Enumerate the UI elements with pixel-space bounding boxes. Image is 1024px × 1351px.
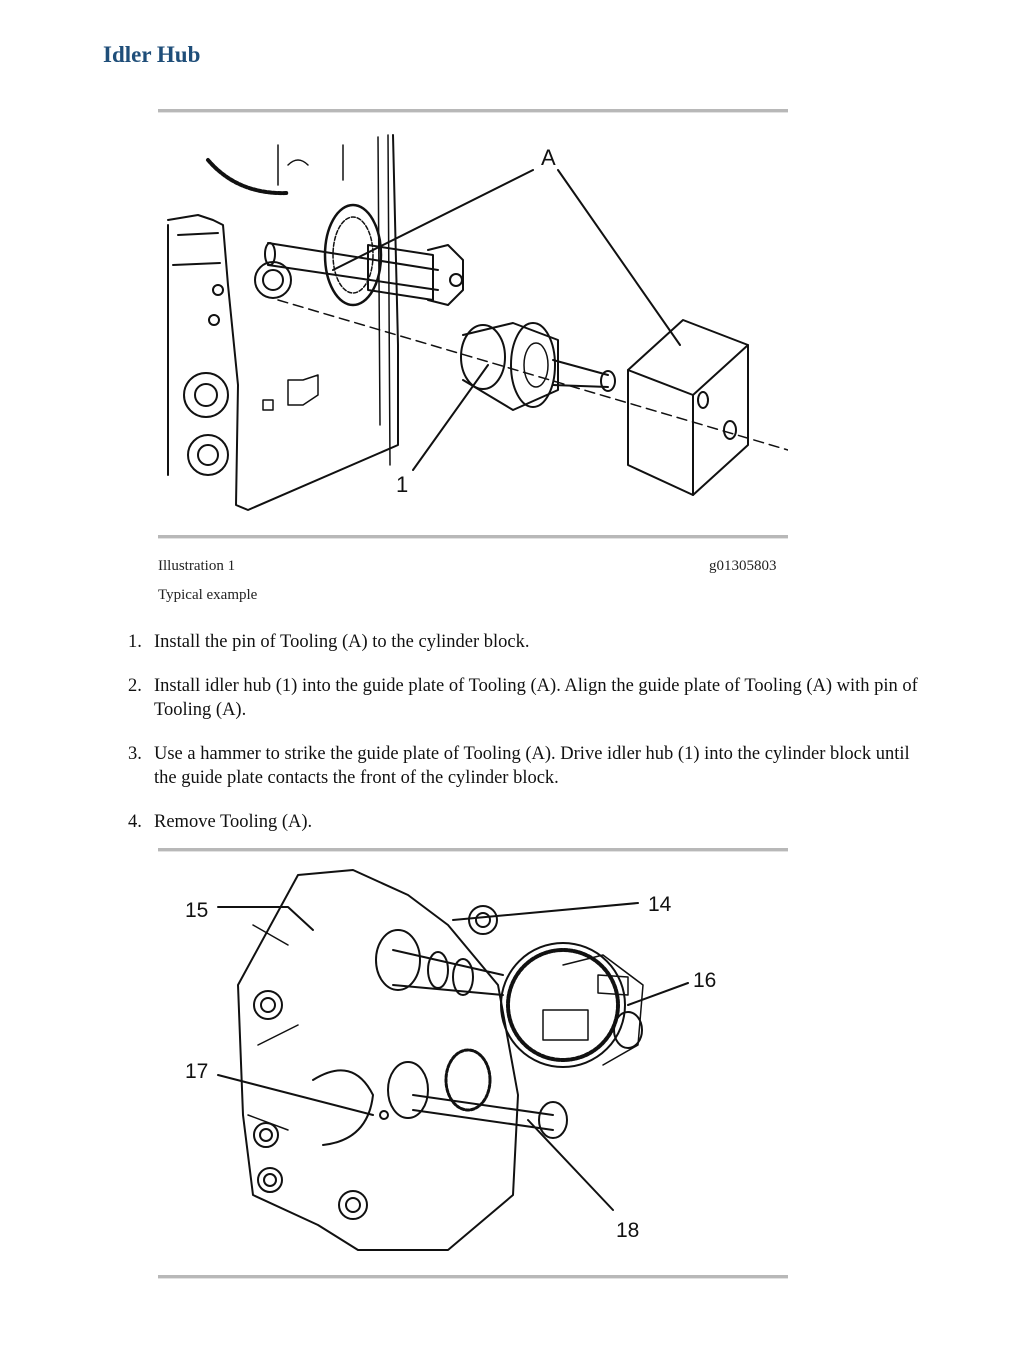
leader-16 <box>627 982 689 1006</box>
front-plate-outline <box>237 869 519 1251</box>
hex-nut <box>427 244 464 306</box>
callout-17: 17 <box>185 1060 208 1083</box>
callout-18: 18 <box>616 1219 639 1242</box>
illustration-idler-hub-tooling: A 1 <box>167 134 788 511</box>
step-text: Install idler hub (1) into the guide pla… <box>154 676 918 720</box>
figure-top-rule <box>158 109 788 113</box>
figure-caption: Typical example <box>158 587 258 603</box>
guide-plate-block <box>627 319 749 496</box>
leader-18 <box>527 1119 614 1211</box>
block-edge-lines <box>167 224 221 476</box>
top-gear-teeth <box>206 158 290 196</box>
procedure-steps: 1. Install the pin of Tooling (A) to the… <box>128 630 928 854</box>
center-line <box>277 299 788 451</box>
guide-plate-shaft <box>552 359 609 388</box>
step-text: Install the pin of Tooling (A) to the cy… <box>154 632 530 652</box>
figure2-top-rule <box>158 848 788 852</box>
figure2-bottom-rule <box>158 1275 788 1279</box>
callout-15: 15 <box>185 899 208 922</box>
step-text: Use a hammer to strike the guide plate o… <box>154 744 910 788</box>
callout-14: 14 <box>648 893 672 916</box>
step-item: 1. Install the pin of Tooling (A) to the… <box>128 630 928 654</box>
step-number: 1. <box>128 632 142 652</box>
cylinder-block-outline <box>167 134 399 511</box>
step-item: 4. Remove Tooling (A). <box>128 810 928 834</box>
leader-a-1 <box>332 169 534 271</box>
idler-shaft <box>412 1094 554 1131</box>
callout-1: 1 <box>396 472 408 497</box>
step-number: 4. <box>128 812 142 832</box>
leader-15 <box>217 906 314 931</box>
image-id: g01305803 <box>709 558 777 574</box>
leader-14 <box>452 902 639 921</box>
figure-bottom-rule <box>158 535 788 539</box>
callout-a: A <box>541 145 556 170</box>
idler-gear <box>444 1048 492 1112</box>
illustration-label: Illustration 1 <box>158 558 236 574</box>
idler-hub <box>462 322 559 411</box>
seal-opening <box>312 1069 374 1146</box>
tooling-pin <box>267 242 439 291</box>
step-text: Remove Tooling (A). <box>154 812 313 832</box>
idler-gear <box>323 203 383 307</box>
step-item: 2. Install idler hub (1) into the guide … <box>128 674 928 722</box>
page-title: Idler Hub <box>103 42 201 67</box>
step-number: 3. <box>128 744 142 764</box>
leader-17 <box>217 1074 374 1116</box>
illustration-gear-train: 15 14 16 17 18 <box>185 869 716 1251</box>
callout-16: 16 <box>693 969 716 992</box>
camshaft-bore <box>375 929 421 991</box>
step-number: 2. <box>128 676 142 696</box>
leader-a-2 <box>557 169 681 346</box>
step-item: 3. Use a hammer to strike the guide plat… <box>128 742 928 790</box>
camshaft-gear <box>500 942 626 1068</box>
leader-1 <box>412 364 489 471</box>
